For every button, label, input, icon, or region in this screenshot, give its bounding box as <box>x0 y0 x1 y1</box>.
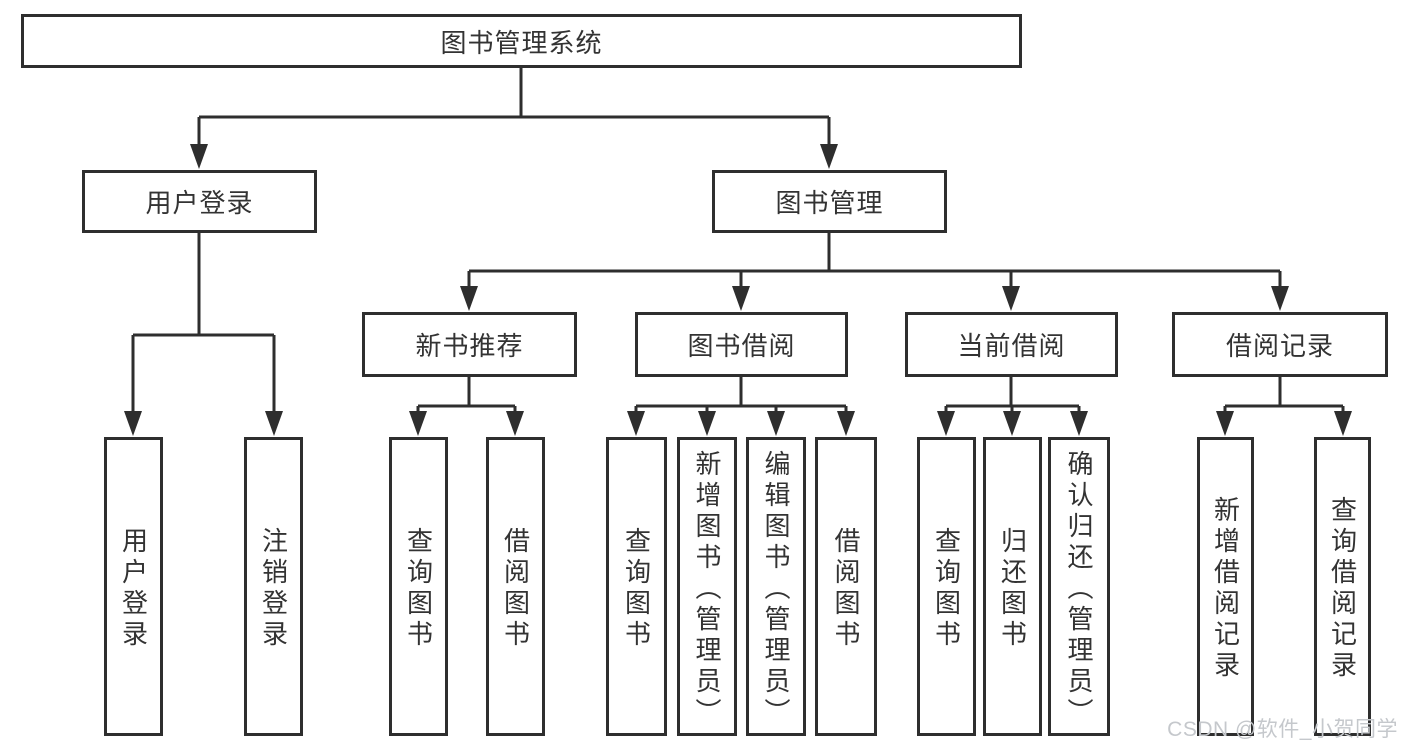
leaf-query-borrow-record: 查询借阅记录 <box>1314 437 1371 736</box>
leaf-label: 归还图书 <box>997 527 1028 651</box>
leaf-label: 注销登录 <box>258 527 289 651</box>
leaf-label: 新增借阅记录 <box>1210 496 1241 682</box>
arrow-icon <box>937 411 955 436</box>
leaf-label: 编辑图书（管理员） <box>761 449 791 729</box>
connector-user-login-to-leaves <box>124 233 283 436</box>
leaf-user-login: 用户登录 <box>104 437 163 736</box>
arrow-icon <box>190 144 208 169</box>
arrow-icon <box>506 411 524 436</box>
arrow-icon <box>1002 286 1020 311</box>
node-borrow-record: 借阅记录 <box>1172 312 1388 377</box>
leaf-label: 用户登录 <box>118 527 149 651</box>
leaf-label: 查询图书 <box>403 527 434 651</box>
leaf-label: 借阅图书 <box>831 527 861 651</box>
arrow-icon <box>732 286 750 311</box>
arrow-icon <box>1070 411 1088 436</box>
connector-new-book-to-leaves <box>409 377 524 436</box>
arrow-icon <box>409 411 427 436</box>
leaf-label: 查询图书 <box>621 527 652 651</box>
arrow-icon <box>767 411 785 436</box>
arrow-icon <box>265 411 283 436</box>
leaf-query-book-2: 查询图书 <box>606 437 667 736</box>
leaf-label: 查询图书 <box>931 527 962 651</box>
connector-current-borrow-to-leaves <box>937 377 1088 436</box>
leaf-confirm-return-admin: 确认归还（管理员） <box>1048 437 1110 736</box>
arrow-icon <box>820 144 838 169</box>
arrow-icon <box>1003 411 1021 436</box>
arrow-icon <box>460 286 478 311</box>
csdn-watermark: CSDN @软件_小贺同学 <box>1167 718 1398 741</box>
leaf-add-book-admin: 新增图书（管理员） <box>677 437 737 736</box>
leaf-borrow-book-1: 借阅图书 <box>486 437 545 736</box>
arrow-icon <box>627 411 645 436</box>
arrow-icon <box>1271 286 1289 311</box>
leaf-add-borrow-record: 新增借阅记录 <box>1197 437 1254 736</box>
connector-root-to-level2 <box>190 68 838 169</box>
leaf-label: 借阅图书 <box>500 527 531 651</box>
arrow-icon <box>1334 411 1352 436</box>
leaf-query-book-3: 查询图书 <box>917 437 976 736</box>
arrow-icon <box>698 411 716 436</box>
arrow-icon <box>837 411 855 436</box>
leaf-edit-book-admin: 编辑图书（管理员） <box>746 437 806 736</box>
arrow-icon <box>1216 411 1234 436</box>
node-root-system: 图书管理系统 <box>21 14 1022 68</box>
node-book-management: 图书管理 <box>712 170 947 233</box>
leaf-label: 新增图书（管理员） <box>692 449 722 729</box>
node-current-borrow: 当前借阅 <box>905 312 1118 377</box>
connector-book-mgmt-to-level3 <box>460 233 1289 311</box>
leaf-query-book-1: 查询图书 <box>389 437 448 736</box>
node-user-login: 用户登录 <box>82 170 317 233</box>
connector-book-borrow-to-leaves <box>627 377 855 436</box>
node-book-borrow: 图书借阅 <box>635 312 848 377</box>
leaf-label: 查询借阅记录 <box>1327 496 1358 682</box>
leaf-label: 确认归还（管理员） <box>1064 449 1094 729</box>
leaf-borrow-book-2: 借阅图书 <box>815 437 877 736</box>
leaf-logout: 注销登录 <box>244 437 303 736</box>
arrow-icon <box>124 411 142 436</box>
connector-borrow-record-to-leaves <box>1216 377 1352 436</box>
leaf-return-book: 归还图书 <box>983 437 1042 736</box>
node-new-book-recommend: 新书推荐 <box>362 312 577 377</box>
